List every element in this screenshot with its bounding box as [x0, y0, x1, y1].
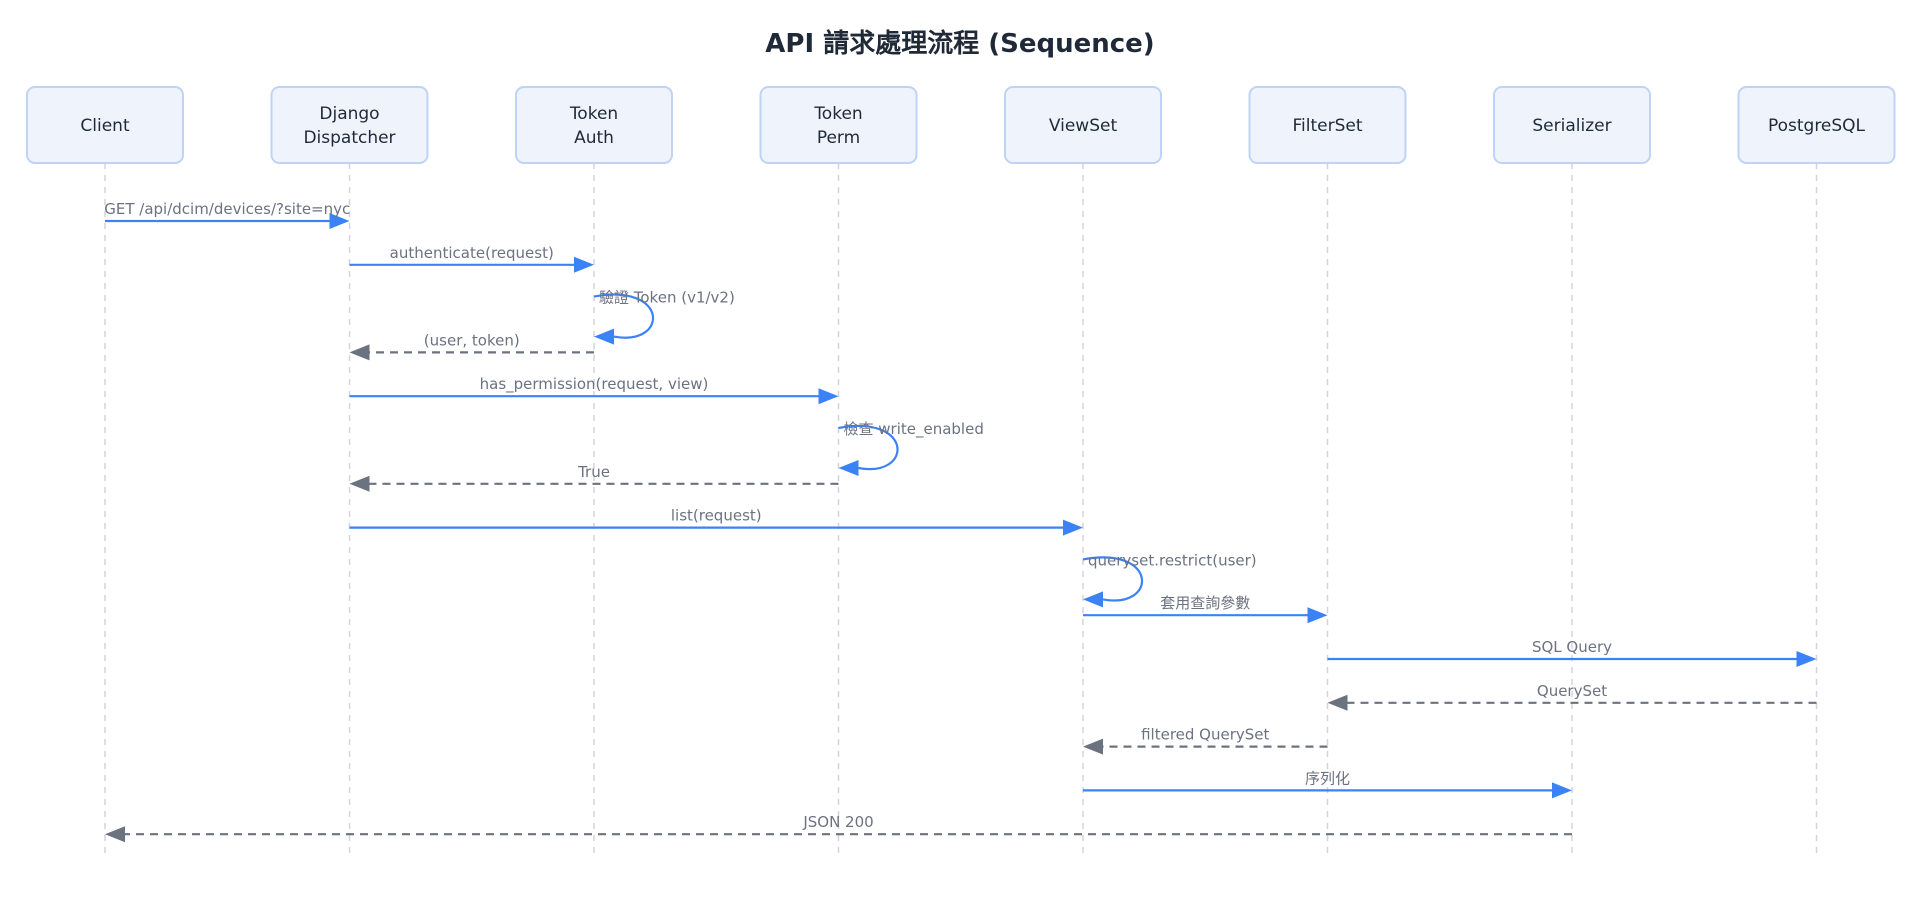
- actor-label: Token: [569, 104, 618, 124]
- actor-label: FilterSet: [1292, 116, 1362, 136]
- message-label: (user, token): [424, 331, 520, 349]
- arrowhead: [818, 388, 839, 405]
- message-7: True: [349, 463, 839, 492]
- message-label: GET /api/dcim/devices/?site=nyc: [104, 200, 350, 218]
- message-2: authenticate(request): [349, 244, 594, 273]
- actor-box: [270, 86, 429, 164]
- message-1: GET /api/dcim/devices/?site=nyc: [104, 200, 350, 229]
- message-label: queryset.restrict(user): [1088, 551, 1257, 569]
- arrowhead: [1327, 694, 1348, 711]
- arrowhead: [349, 475, 370, 492]
- actor-label: Dispatcher: [303, 128, 395, 148]
- message-15: JSON 200: [105, 813, 1572, 843]
- self-call-loop: [1082, 556, 1144, 602]
- arrowhead: [1552, 782, 1572, 799]
- arrowhead: [1083, 738, 1103, 755]
- arrowhead: [105, 826, 125, 843]
- message-12: QuerySet: [1327, 682, 1817, 711]
- actor-serializer: Serializer: [1493, 86, 1651, 164]
- arrowhead: [349, 344, 370, 361]
- actor-box: [759, 86, 918, 164]
- actor-box: [26, 86, 184, 164]
- arrowhead: [594, 328, 614, 345]
- message-10: 套用查詢參數: [1083, 594, 1328, 624]
- arrowhead: [1796, 651, 1817, 667]
- message-5: has_permission(request, view): [349, 375, 839, 405]
- message-label: 檢查 write_enabled: [844, 420, 984, 439]
- actor-label: Client: [80, 116, 130, 136]
- arrowhead: [574, 256, 594, 273]
- arrowhead: [1083, 591, 1103, 608]
- message-label: 序列化: [1305, 769, 1350, 787]
- message-3: 驗證 Token (v1/v2): [593, 289, 735, 345]
- arrowhead: [1307, 607, 1328, 624]
- message-label: JSON 200: [802, 813, 873, 831]
- message-label: QuerySet: [1537, 682, 1607, 700]
- message-label: 驗證 Token (v1/v2): [599, 289, 735, 307]
- message-11: SQL Query: [1327, 638, 1817, 667]
- arrowhead: [1063, 519, 1083, 536]
- lifelines: [104, 163, 1818, 858]
- message-13: filtered QuerySet: [1083, 726, 1328, 755]
- actor-box: [1248, 86, 1407, 164]
- message-label: has_permission(request, view): [480, 375, 709, 394]
- arrowhead: [329, 213, 350, 229]
- actor-label: Auth: [574, 128, 614, 148]
- message-6: 檢查 write_enabled: [838, 420, 984, 476]
- actor-viewset: ViewSet: [1004, 86, 1162, 164]
- message-4: (user, token): [349, 331, 594, 361]
- actor-filterset: FilterSet: [1248, 86, 1407, 164]
- actor-box: [1493, 86, 1651, 164]
- message-9: queryset.restrict(user): [1082, 551, 1257, 608]
- actor-label: Token: [813, 104, 862, 124]
- self-call-loop: [838, 425, 899, 471]
- message-label: filtered QuerySet: [1141, 726, 1269, 744]
- actor-label: Serializer: [1532, 116, 1611, 136]
- actor-box: [1737, 86, 1896, 164]
- messages: GET /api/dcim/devices/?site=nyc authentic…: [104, 200, 1817, 843]
- actor-label: Django: [319, 104, 379, 124]
- message-8: list(request): [349, 507, 1083, 536]
- actor-box: [1004, 86, 1162, 164]
- actor-client: Client: [26, 86, 184, 164]
- actor-label: ViewSet: [1049, 116, 1118, 136]
- self-call-loop: [593, 293, 655, 339]
- actor-label: PostgreSQL: [1768, 116, 1866, 136]
- message-label: authenticate(request): [390, 244, 554, 262]
- actor-label: Perm: [817, 128, 860, 148]
- message-label: SQL Query: [1532, 638, 1612, 656]
- diagram-title: API 請求處理流程 (Sequence): [765, 28, 1154, 59]
- actors: ClientDjangoDispatcherTokenAuthTokenPerm…: [26, 86, 1896, 164]
- arrowhead: [838, 460, 859, 476]
- message-14: 序列化: [1083, 769, 1572, 799]
- actor-box: [515, 86, 673, 164]
- message-label: 套用查詢參數: [1160, 594, 1250, 612]
- message-label: True: [577, 463, 610, 481]
- message-label: list(request): [671, 507, 762, 525]
- actor-postgres: PostgreSQL: [1737, 86, 1896, 164]
